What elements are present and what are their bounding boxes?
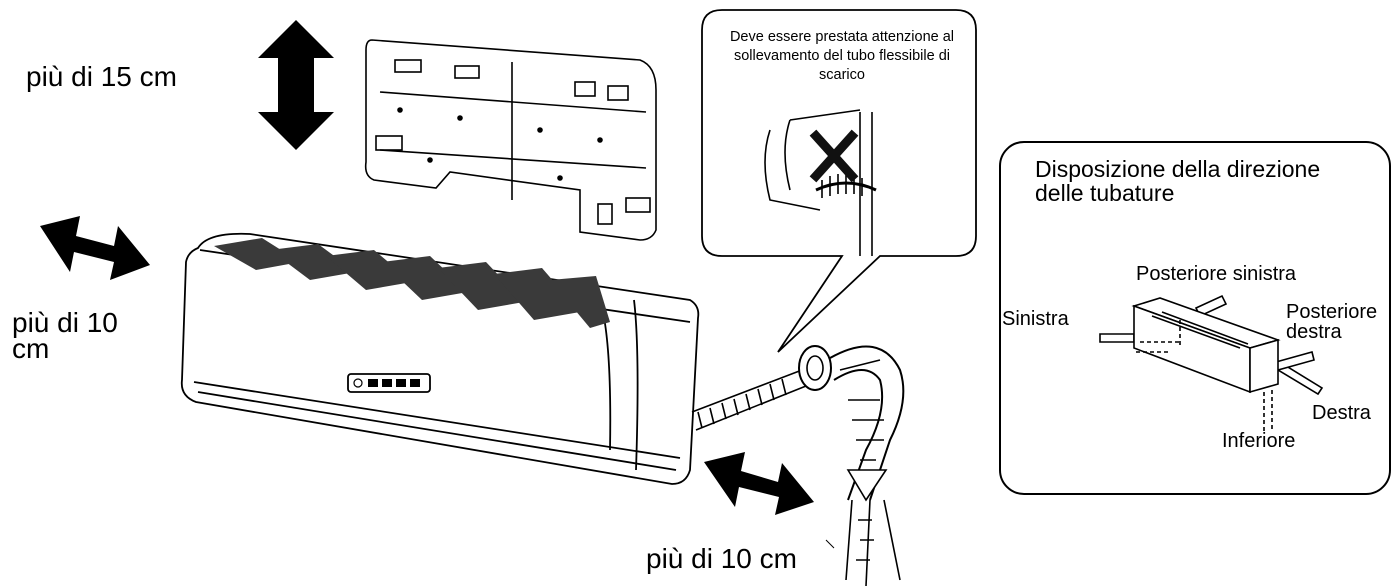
left-clearance-arrow-icon	[40, 216, 150, 280]
air-grille	[214, 238, 610, 328]
rear-left-label: Posteriore sinistra	[1136, 263, 1297, 285]
cross-icon	[809, 129, 859, 183]
vertical-clearance-arrow-icon	[258, 20, 334, 150]
right-label: Destra	[1312, 402, 1371, 424]
piping-panel-title: Disposizione della direzione delle tubat…	[1035, 156, 1321, 206]
bottom-clearance-arrow-icon	[704, 452, 814, 515]
indoor-unit	[180, 232, 700, 485]
rear-right-label: Posteriore destra	[1286, 301, 1378, 343]
drain-hose-sketch	[764, 109, 877, 256]
callout-text: Deve essere prestata attenzione al solle…	[729, 29, 955, 83]
piping-direction-sketch	[1099, 294, 1324, 432]
bottom-label: Inferiore	[1222, 430, 1296, 452]
bottom-clearance-label: più di 10 cm	[646, 543, 797, 574]
mounting-plate	[364, 39, 657, 241]
left-clearance-label: più di 10 cm	[12, 307, 118, 364]
piping-connection	[691, 345, 905, 587]
top-clearance-label: più di 15 cm	[26, 61, 177, 92]
drain-hose-callout	[701, 9, 977, 353]
left-label: Sinistra	[1002, 308, 1069, 330]
